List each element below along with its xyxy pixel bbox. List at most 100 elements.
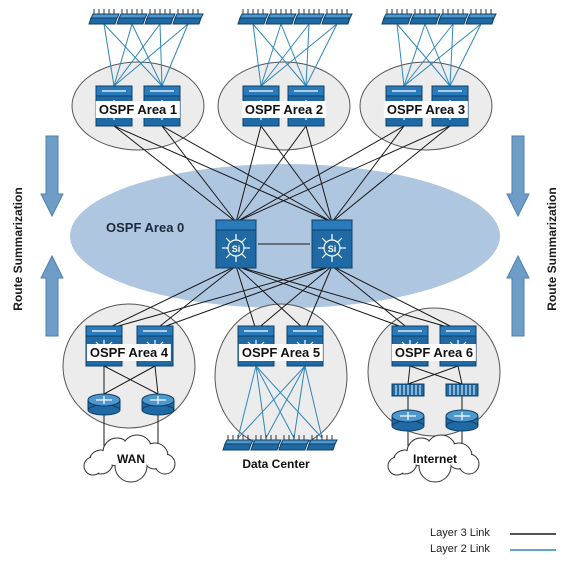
layer3-link bbox=[331, 265, 459, 331]
wan-cloud-icon bbox=[83, 434, 176, 483]
internet-cloud-icon bbox=[387, 434, 480, 483]
layer2-link bbox=[396, 23, 451, 87]
access-switch-icon bbox=[116, 9, 148, 25]
layer3-link bbox=[235, 265, 459, 331]
layer2-link bbox=[265, 365, 306, 439]
access-switch-icon bbox=[237, 9, 269, 25]
layer2-link bbox=[280, 23, 307, 87]
legend-layer2-label: Layer 2 Link bbox=[430, 543, 490, 555]
access-switch-icon bbox=[250, 435, 282, 451]
layer3-link bbox=[457, 365, 463, 385]
layer3-link bbox=[161, 125, 237, 223]
layer3-link bbox=[154, 265, 237, 331]
layer2-link bbox=[403, 23, 482, 87]
core-switch-icon: Si bbox=[215, 219, 257, 269]
layer2-link bbox=[103, 23, 163, 87]
layer3-link bbox=[235, 125, 405, 223]
layer2-link bbox=[424, 23, 451, 87]
datacenter-label: Data Center bbox=[242, 457, 310, 471]
layer2-link bbox=[237, 365, 306, 439]
router-icon bbox=[445, 409, 479, 432]
core-switch-icon: Si bbox=[311, 219, 353, 269]
layer3-link bbox=[407, 365, 459, 385]
layer3-link bbox=[260, 125, 333, 223]
layer3-link bbox=[255, 265, 333, 331]
layer3-link bbox=[113, 125, 333, 223]
layer3-link bbox=[103, 265, 237, 331]
area0-label: OSPF Area 0 bbox=[106, 220, 185, 235]
access-switch-icon bbox=[222, 435, 254, 451]
layer3-link bbox=[407, 365, 411, 385]
layer3-link bbox=[409, 365, 463, 385]
layer3-link bbox=[235, 265, 411, 331]
layer3-link bbox=[154, 365, 159, 395]
layer2-link bbox=[255, 365, 295, 439]
layer3-link bbox=[113, 125, 237, 223]
access-switch-icon bbox=[172, 9, 204, 25]
area6-label: OSPF Area 6 bbox=[391, 344, 477, 361]
layer2-link bbox=[449, 23, 482, 87]
layer3-link bbox=[154, 265, 333, 331]
layer3-link bbox=[235, 265, 306, 331]
layer3-link bbox=[235, 125, 307, 223]
legend-layer3-label: Layer 3 Link bbox=[430, 527, 490, 539]
area0-ellipse bbox=[70, 164, 500, 308]
layer2-link bbox=[305, 23, 338, 87]
layer2-link bbox=[131, 23, 163, 87]
right-up-arrow bbox=[506, 254, 530, 337]
access-switch-icon bbox=[265, 9, 297, 25]
layer2-link bbox=[237, 365, 257, 439]
layer3-link bbox=[103, 365, 159, 395]
layer2-link bbox=[260, 23, 282, 87]
layer2-link bbox=[255, 365, 267, 439]
core-switch-glyph: Si bbox=[328, 244, 337, 254]
internet-cloud-label: Internet bbox=[412, 452, 458, 466]
layer3-link bbox=[103, 265, 333, 331]
layer3-link bbox=[331, 125, 405, 223]
wan-cloud-label: WAN bbox=[117, 452, 145, 466]
layer2-link bbox=[293, 365, 306, 439]
layer2-link bbox=[113, 23, 133, 87]
access-switch-icon bbox=[88, 9, 120, 25]
layer2-link bbox=[159, 23, 163, 87]
layer2-link bbox=[396, 23, 405, 87]
left-up-arrow bbox=[40, 254, 64, 337]
layer2-link bbox=[304, 365, 323, 439]
access-switch-icon bbox=[381, 9, 413, 25]
layer2-link bbox=[403, 23, 426, 87]
access-switch-icon bbox=[306, 435, 338, 451]
layer2-link bbox=[403, 23, 454, 87]
access-switch-icon bbox=[465, 9, 497, 25]
area4-label: OSPF Area 4 bbox=[86, 344, 172, 361]
layer2-link bbox=[161, 23, 189, 87]
access-switch-icon bbox=[409, 9, 441, 25]
layer2-link bbox=[252, 23, 307, 87]
area3-label: OSPF Area 3 bbox=[383, 101, 469, 118]
layer2-link bbox=[252, 23, 262, 87]
layer2-link bbox=[305, 23, 310, 87]
access-switch-icon bbox=[144, 9, 176, 25]
router-icon bbox=[87, 393, 121, 416]
layer2-link bbox=[255, 365, 323, 439]
left-down-arrow bbox=[40, 135, 64, 218]
layer3-link bbox=[235, 125, 262, 223]
firewall-switch-icon bbox=[445, 383, 479, 397]
access-switch-icon bbox=[437, 9, 469, 25]
access-switch-icon bbox=[278, 435, 310, 451]
layer2-link bbox=[449, 23, 454, 87]
layer3-link bbox=[304, 265, 333, 331]
layer3-link bbox=[331, 265, 411, 331]
layer3-link bbox=[161, 125, 333, 223]
core-switch-glyph: Si bbox=[232, 244, 241, 254]
layer2-link bbox=[103, 23, 115, 87]
area6-ellipse bbox=[367, 307, 501, 437]
access-switch-icon bbox=[321, 9, 353, 25]
access-switch-icon bbox=[293, 9, 325, 25]
layer2-link bbox=[113, 23, 161, 87]
layer3-link bbox=[331, 125, 451, 223]
layer3-link bbox=[235, 265, 257, 331]
firewall-switch-icon bbox=[391, 383, 425, 397]
layer2-link bbox=[113, 23, 189, 87]
